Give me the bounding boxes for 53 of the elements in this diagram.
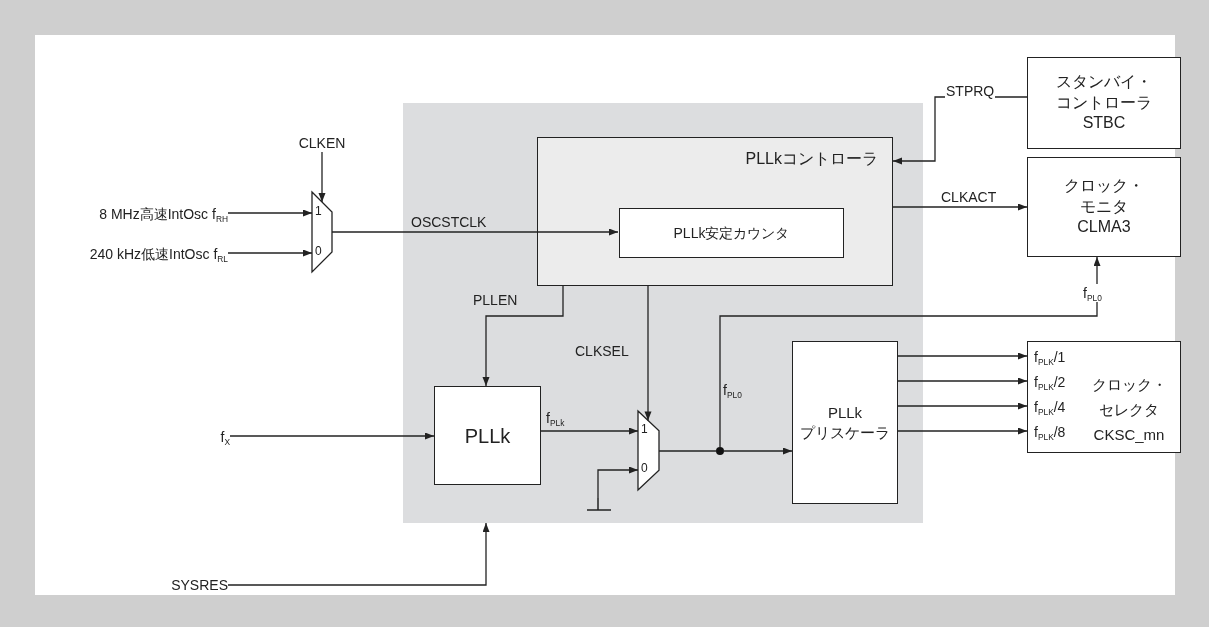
arrow: [723, 447, 793, 455]
input-number: 0: [641, 461, 648, 475]
controller-box: [537, 137, 893, 286]
counter-box: [619, 208, 844, 258]
signal-label: f$_{PL0}$: [722, 381, 743, 399]
module-region: [403, 103, 923, 523]
arrow: [227, 522, 490, 586]
selector-box: [1027, 341, 1181, 453]
arrow: [897, 427, 1028, 435]
connector-line: [658, 450, 717, 452]
arrow: [719, 256, 1101, 448]
arrow: [597, 466, 639, 499]
signal-label: 240 kHz低速IntOsc f$_{RL}$: [30, 243, 228, 265]
arrow: [897, 352, 1028, 360]
signal-label: 8 MHz高速IntOsc f$_{RH}$: [40, 203, 228, 225]
block-label: PLLk プリスケーラ: [799, 403, 891, 442]
signal-label: SYSRES: [140, 576, 228, 594]
arrow: [318, 151, 326, 203]
arrow: [331, 228, 619, 236]
block-box: [1027, 57, 1181, 149]
input-number: 1: [315, 204, 322, 218]
arrow: [892, 203, 1028, 211]
arrow: [482, 285, 564, 387]
block-label: クロック・セレクタ CKSC_mn: [1090, 375, 1168, 445]
edge-label: f$_{PL0}$: [1082, 284, 1103, 302]
block-label: PLLk安定カウンタ: [673, 223, 790, 243]
block-label: スタンバイ・コントローラ STBC: [1055, 71, 1153, 134]
arrow: [227, 209, 313, 217]
input-number: 0: [315, 244, 322, 258]
junction-dot: [716, 447, 724, 455]
arrow: [897, 377, 1028, 385]
arrow: [644, 285, 652, 422]
multiplexer-symbol: [638, 411, 659, 490]
multiplexer-symbol: [312, 192, 332, 272]
block-label: f$_{PLK}$/2: [1034, 373, 1066, 391]
block-label: PLLk: [464, 423, 511, 449]
ground-symbol: [586, 498, 612, 512]
block-label: PLLkコントローラ: [744, 150, 878, 168]
block-label: f$_{PLK}$/4: [1034, 398, 1066, 416]
arrow: [897, 402, 1028, 410]
arrow: [540, 427, 639, 435]
pll-box: [434, 386, 541, 485]
signal-label: f$_{X}$: [190, 426, 230, 448]
edge-label: f$_{PLk}$: [545, 409, 566, 427]
input-number: 1: [641, 422, 648, 436]
block-box: [1027, 157, 1181, 257]
arrow: [229, 432, 435, 440]
block-label: クロック・モニタ CLMA3: [1063, 175, 1145, 238]
prescaler-box: [792, 341, 898, 504]
arrow: [227, 249, 313, 257]
block-label: f$_{PLK}$/1: [1034, 348, 1066, 366]
block-label: f$_{PLK}$/8: [1034, 423, 1066, 441]
signal-label: CLKEN: [290, 134, 354, 152]
